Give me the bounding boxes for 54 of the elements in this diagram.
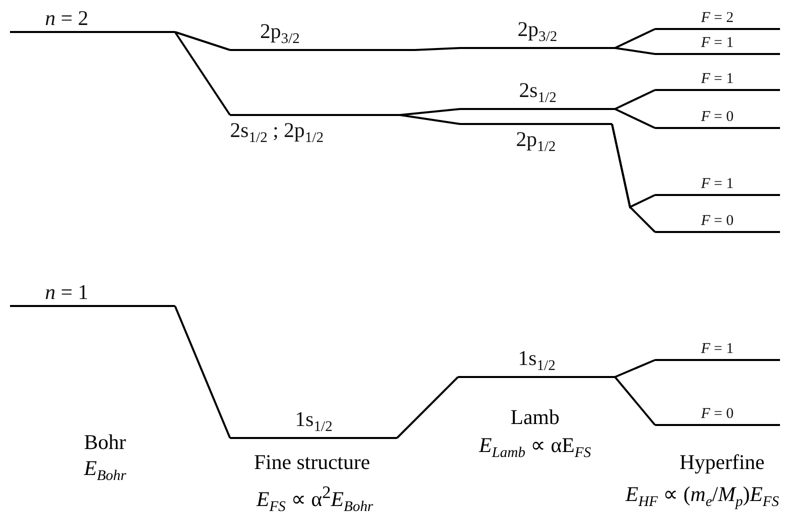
- transition-line: [611, 124, 656, 233]
- level-label: n = 1: [45, 282, 88, 303]
- energy-formula: E$_{Bohr}$: [84, 458, 126, 484]
- level-label: F = 2: [701, 11, 734, 26]
- level-label: 2p$_{3/2}$: [260, 21, 300, 47]
- transition-line: [614, 359, 656, 378]
- energy-formula: E$_{HF}$ ∝ (m$_{e}$/M$_{p}$)E$_{FS}$: [626, 484, 779, 510]
- level-label: 2s$_{1/2}$: [519, 80, 556, 106]
- transition-line: [614, 89, 656, 110]
- level-label: 2p$_{3/2}$: [518, 19, 558, 45]
- transition-line: [414, 47, 460, 51]
- level-label: F = 1: [701, 342, 734, 357]
- stage-label: Bohr: [84, 432, 126, 453]
- stage-label: Hyperfine: [680, 452, 765, 473]
- energy-level: [655, 340, 780, 361]
- level-label: F = 1: [701, 36, 734, 51]
- energy-level: [655, 70, 780, 91]
- transition-line: [614, 47, 656, 55]
- stage-label: Lamb: [510, 407, 560, 428]
- energy-level: [655, 34, 780, 55]
- level-label: 1s$_{1/2}$: [295, 409, 332, 435]
- energy-level: [230, 114, 400, 141]
- transition-line: [614, 28, 656, 49]
- energy-level: [655, 212, 780, 233]
- energy-formula: E$_{Lamb}$ ∝ αE$_{FS}$: [479, 435, 591, 461]
- energy-level: [460, 22, 615, 49]
- level-label: F = 0: [701, 110, 734, 125]
- level-label: F = 0: [701, 407, 734, 422]
- transition-line: [614, 376, 656, 426]
- level-label: F = 1: [701, 177, 734, 192]
- level-label: n = 2: [45, 8, 88, 29]
- level-label: 1s$_{1/2}$: [518, 348, 556, 374]
- level-label: 2p$_{1/2}$: [516, 129, 556, 155]
- transition-line: [400, 114, 460, 125]
- transition-line: [400, 108, 460, 116]
- energy-level: [458, 351, 615, 378]
- transition-line: [396, 376, 459, 439]
- energy-level: [230, 412, 397, 439]
- level-label: F = 1: [701, 72, 734, 87]
- energy-level: [230, 24, 415, 51]
- level-label: 2s$_{1/2}$ ; 2p$_{1/2}$: [230, 120, 324, 146]
- energy-level: [655, 9, 780, 30]
- energy-level: [655, 175, 780, 196]
- energy-formula: E$_{FS}$ ∝ α$^{2}$E$_{Bohr}$: [256, 484, 374, 515]
- energy-level: [460, 123, 612, 150]
- energy-level: [655, 108, 780, 129]
- transition-line: [614, 108, 656, 129]
- transition-line: [174, 306, 231, 438]
- energy-level: [460, 83, 615, 110]
- stage-label: Fine structure: [254, 452, 370, 473]
- energy-level: [655, 405, 780, 426]
- transition-line: [174, 31, 231, 116]
- transition-line: [174, 31, 230, 51]
- level-label: F = 0: [701, 214, 734, 229]
